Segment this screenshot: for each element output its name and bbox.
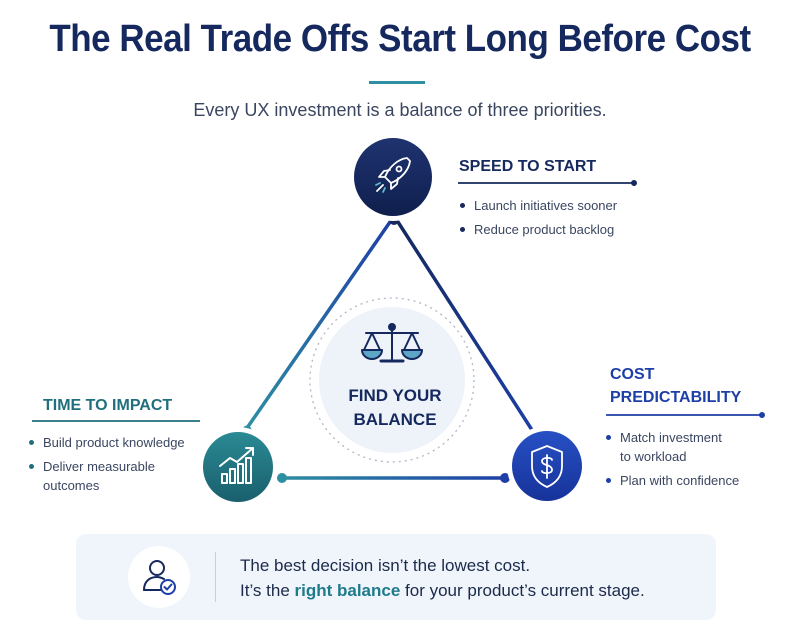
speed-to-start-list: Launch initiatives sooner Reduce product… — [458, 196, 617, 244]
speed-rule-dot — [631, 180, 637, 186]
list-item: Plan with confidence — [604, 471, 739, 490]
rocket-icon — [375, 157, 411, 193]
banner-highlight: right balance — [294, 581, 401, 600]
time-to-impact-list: Build product knowledge Deliver measurab… — [27, 433, 185, 500]
banner-line2: It’s the right balance for your product’… — [240, 578, 645, 603]
takeaway-banner: The best decision isn’t the lowest cost.… — [76, 534, 716, 620]
hub-label: FIND YOUR BALANCE — [330, 384, 460, 432]
banner-message: The best decision isn’t the lowest cost.… — [240, 553, 645, 603]
list-item: Deliver measurable — [27, 457, 185, 476]
banner-line1: The best decision isn’t the lowest cost. — [240, 556, 531, 575]
cost-rule-dot — [759, 412, 765, 418]
banner-line2-after: for your product’s current stage. — [400, 581, 645, 600]
cost-title-line2: PREDICTABILITY — [610, 389, 742, 406]
list-item: Match investment — [604, 428, 739, 447]
banner-line2-before: It’s the — [240, 581, 295, 600]
list-item: Build product knowledge — [27, 433, 185, 452]
list-item: Launch initiatives sooner — [458, 196, 617, 215]
title-underline — [369, 81, 425, 84]
cost-title-line1: COST — [610, 366, 655, 383]
list-item: Reduce product backlog — [458, 220, 617, 239]
page-title: The Real Trade Offs Start Long Before Co… — [49, 18, 751, 60]
hub-label-line2: BALANCE — [353, 410, 437, 429]
cost-predictability-list: Match investment to workload Plan with c… — [604, 428, 739, 495]
shield-dollar-icon — [531, 445, 563, 488]
joint-dot — [277, 473, 287, 483]
node-time-to-impact — [198, 427, 278, 507]
joint-dot — [500, 473, 510, 483]
list-item-continuation: outcomes — [43, 478, 100, 493]
banner-icon-badge — [128, 546, 190, 608]
node-speed-to-start — [349, 133, 437, 221]
connector-speed-cost — [396, 220, 534, 432]
cost-predictability-title: COST PREDICTABILITY — [610, 363, 741, 409]
banner-divider — [215, 552, 216, 602]
node-cost-predictability — [507, 426, 587, 506]
balance-hub — [309, 297, 475, 463]
growth-chart-icon — [219, 447, 254, 484]
speed-to-start-title: SPEED TO START — [459, 158, 597, 175]
user-check-icon — [143, 560, 176, 595]
time-to-impact-title: TIME TO IMPACT — [43, 397, 173, 414]
hub-label-line1: FIND YOUR — [348, 386, 442, 405]
list-item-continuation: to workload — [620, 449, 687, 464]
scales-icon — [361, 323, 423, 363]
connector-speed-impact — [245, 220, 392, 430]
page-subtitle: Every UX investment is a balance of thre… — [193, 100, 607, 120]
